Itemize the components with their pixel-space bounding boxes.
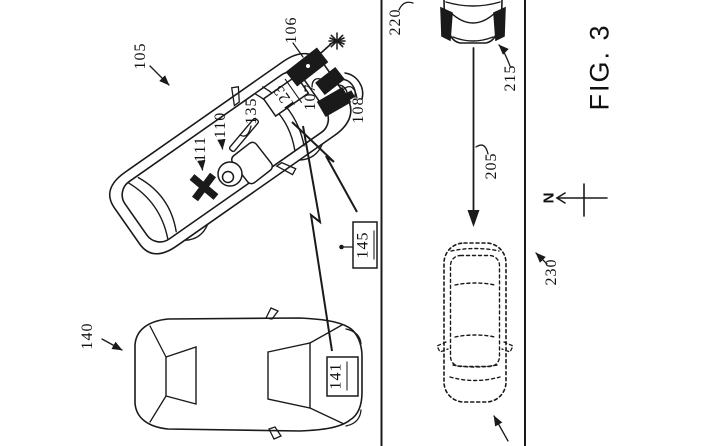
leader-140: [102, 339, 122, 350]
car-220-windshield: [446, 2, 500, 6]
car-230-greenhouse: [451, 256, 500, 367]
ref-108-label: 108: [351, 97, 367, 124]
car-220-wheel-left: [441, 8, 452, 40]
arrow-unlabeled-bottom: [494, 416, 508, 441]
leader-111: [202, 162, 203, 170]
car-140-mirror-top: [266, 308, 278, 319]
driver-seat-110-drawing: [218, 140, 274, 186]
travel-path-arrowhead: [468, 210, 480, 227]
leader-110: [222, 140, 223, 149]
car-230-mirror-left: [437, 342, 448, 352]
signal-box-leader-dot: [339, 245, 344, 250]
steering-hub: [223, 172, 234, 183]
car-230-windshield-top: [455, 335, 495, 337]
car-140-rear-window: [268, 343, 310, 408]
ref-220-label: 220: [388, 9, 404, 36]
figure-caption: FIG. 3: [587, 23, 614, 110]
ref-110-label: 110: [213, 112, 229, 138]
ref-107-label: 107: [303, 84, 319, 111]
car-230-trunk-line: [451, 249, 499, 252]
car-220-bumper: [453, 37, 493, 41]
car-220-hood-crease: [450, 12, 496, 23]
compass: [557, 184, 607, 216]
lightning-bolts: [292, 122, 357, 351]
car-140-a-pillars: [150, 326, 166, 422]
car-230-rear-window: [455, 283, 495, 285]
ref-111-label: 111: [193, 136, 209, 162]
ref-106-label: 106: [284, 17, 300, 44]
car-105-body: [101, 43, 361, 262]
car-220-drawing: [441, 0, 505, 43]
ref-215-label: 215: [503, 65, 519, 92]
antenna-star-burst: [329, 33, 345, 49]
car-105-rear-window: [129, 172, 184, 239]
ref-140-label: 140: [80, 323, 96, 350]
leader-215: [499, 45, 510, 66]
ref-105-label: 105: [133, 43, 149, 70]
ref-205-label: 205: [484, 153, 500, 180]
antenna-unit-dot: [306, 64, 310, 68]
travel-path-arrow-205: [468, 48, 489, 227]
ref-135-label: 135: [244, 98, 260, 125]
label-leaders: [102, 2, 547, 441]
car-140-front-window: [166, 347, 196, 404]
car-230-windshield-base: [453, 365, 497, 367]
plate-141-label: 141: [329, 362, 348, 391]
ref-230-label: 230: [544, 259, 560, 286]
car-230-hood-line: [450, 377, 500, 381]
car-220-wheel-right: [494, 8, 505, 40]
ref-145-label: 145: [356, 231, 375, 260]
car-230-mirror-right: [502, 342, 513, 352]
leader-105: [150, 66, 169, 85]
car-140-mirror-bottom: [269, 427, 281, 439]
car-230-drawing: [437, 243, 513, 402]
position-marker-111-x: [192, 175, 216, 199]
compass-north-label: N: [542, 193, 557, 204]
